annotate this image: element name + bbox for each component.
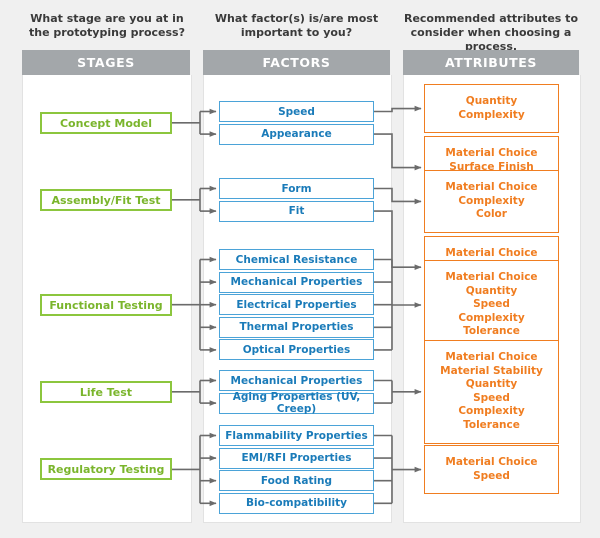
- attribute-line: Complexity: [458, 405, 525, 418]
- stage-label: Concept Model: [59, 116, 152, 130]
- attribute-line: Complexity: [458, 311, 525, 324]
- attribute-line: Quantity: [465, 284, 518, 297]
- factor-label: Fit: [288, 205, 305, 218]
- stage-box[interactable]: Concept Model: [40, 112, 172, 134]
- factor-box[interactable]: Bio-compatibility: [219, 492, 374, 514]
- attribute-line: Quantity: [465, 95, 518, 108]
- factor-box[interactable]: Mechanical Properties: [219, 271, 374, 293]
- factor-box[interactable]: Electrical Properties: [219, 294, 374, 316]
- attribute-line: Tolerance: [463, 325, 520, 338]
- attribute-line: Material Choice: [445, 456, 538, 469]
- factor-label: Form: [281, 182, 312, 195]
- factor-label: Food Rating: [260, 474, 333, 487]
- factor-box[interactable]: Chemical Resistance: [219, 249, 374, 270]
- factor-box[interactable]: Appearance: [219, 123, 374, 145]
- factor-box[interactable]: Form: [219, 178, 374, 199]
- attribute-line: Speed: [473, 298, 510, 311]
- stage-label: Regulatory Testing: [47, 462, 165, 476]
- attribute-line: Speed: [473, 469, 510, 482]
- attribute-line: Material Choice: [445, 271, 538, 284]
- stage-box[interactable]: Assembly/Fit Test: [40, 189, 172, 211]
- attribute-line: Material Stability: [440, 364, 543, 377]
- attribute-line: Color: [476, 208, 507, 221]
- factor-label: Electrical Properties: [236, 298, 357, 311]
- factor-label: Appearance: [261, 128, 332, 141]
- factor-label: Mechanical Properties: [230, 374, 363, 387]
- question-factors: What factor(s) is/are most important to …: [214, 12, 379, 39]
- factor-box[interactable]: Flammability Properties: [219, 425, 374, 446]
- factor-box[interactable]: Optical Properties: [219, 339, 374, 361]
- question-attributes: Recommended attributes to consider when …: [403, 12, 578, 53]
- factor-box[interactable]: Thermal Properties: [219, 316, 374, 338]
- stage-box[interactable]: Life Test: [40, 381, 172, 403]
- factor-label: Mechanical Properties: [230, 276, 363, 289]
- factor-box[interactable]: EMI/RFI Properties: [219, 447, 374, 469]
- column-header-stages: STAGES: [22, 50, 190, 75]
- question-stages: What stage are you at in the prototyping…: [29, 12, 185, 39]
- attribute-line: Tolerance: [463, 418, 520, 431]
- stage-box[interactable]: Regulatory Testing: [40, 458, 172, 480]
- attribute-line: Speed: [473, 391, 510, 404]
- attribute-line: Material Choice: [445, 181, 538, 194]
- factor-label: Bio-compatibility: [246, 497, 347, 510]
- attribute-line: Complexity: [458, 194, 525, 207]
- attribute-line: Material Choice: [445, 246, 538, 259]
- column-header-factors: FACTORS: [203, 50, 390, 75]
- attribute-line: Complexity: [458, 108, 525, 121]
- factor-box[interactable]: Food Rating: [219, 470, 374, 492]
- stage-box[interactable]: Functional Testing: [40, 294, 172, 316]
- factor-box[interactable]: Mechanical Properties: [219, 370, 374, 391]
- stage-label: Assembly/Fit Test: [51, 193, 161, 207]
- attribute-line: Material Choice: [445, 351, 538, 364]
- factor-label: Aging Properties (UV, Creep): [232, 391, 361, 416]
- factor-label: Speed: [278, 105, 315, 118]
- factor-box[interactable]: Speed: [219, 101, 374, 122]
- stage-label: Life Test: [79, 385, 133, 399]
- attribute-line: Quantity: [465, 378, 518, 391]
- column-header-attributes: ATTRIBUTES: [403, 50, 579, 75]
- stage-label: Functional Testing: [49, 298, 163, 312]
- factor-box[interactable]: Fit: [219, 200, 374, 222]
- factor-label: Chemical Resistance: [235, 253, 358, 266]
- factor-label: EMI/RFI Properties: [241, 452, 352, 465]
- attribute-line: Surface Finish: [449, 160, 534, 173]
- factor-label: Thermal Properties: [239, 321, 354, 334]
- factor-label: Optical Properties: [242, 343, 351, 356]
- factor-label: Flammability Properties: [225, 429, 368, 442]
- factor-box[interactable]: Aging Properties (UV, Creep): [219, 391, 374, 416]
- attribute-line: Material Choice: [445, 147, 538, 160]
